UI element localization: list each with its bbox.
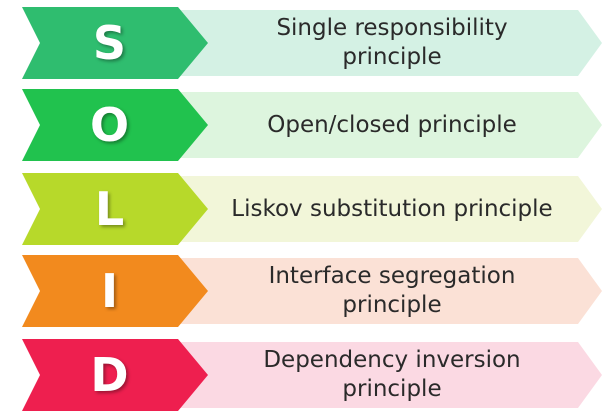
principle-banner bbox=[178, 92, 602, 158]
principle-name: Open/closed principle bbox=[267, 111, 517, 138]
principle-row-l: L Liskov substitution principle bbox=[0, 172, 606, 246]
principle-shapes bbox=[22, 173, 602, 245]
principle-shapes bbox=[22, 89, 602, 161]
principle-name: Dependency inversion principle bbox=[263, 347, 521, 402]
principle-letter: O bbox=[89, 98, 130, 152]
principle-letter: L bbox=[94, 182, 125, 236]
principle-row-i: I Interface segregation principle bbox=[0, 254, 606, 328]
principle-banner bbox=[178, 10, 602, 76]
principle-banner bbox=[178, 258, 602, 324]
principle-letter: I bbox=[100, 264, 119, 318]
letter-arrow bbox=[22, 173, 208, 245]
principle-banner bbox=[178, 342, 602, 408]
principle-row-d: D Dependency inversion principle bbox=[0, 338, 606, 412]
principle-shapes bbox=[22, 7, 602, 79]
principle-shapes bbox=[22, 255, 602, 327]
principle-row-s: S Single responsibility principle bbox=[0, 6, 606, 80]
principle-row-o: O Open/closed principle bbox=[0, 88, 606, 162]
letter-arrow bbox=[22, 89, 208, 161]
principle-name: Liskov substitution principle bbox=[231, 195, 553, 222]
principle-name: Single responsibility principle bbox=[276, 15, 508, 70]
letter-arrow bbox=[22, 7, 208, 79]
principle-name: Interface segregation principle bbox=[268, 263, 516, 318]
principle-letter: D bbox=[90, 348, 129, 402]
principle-letter: S bbox=[92, 16, 127, 70]
principle-shapes bbox=[22, 339, 602, 411]
letter-arrow bbox=[22, 339, 208, 411]
letter-arrow bbox=[22, 255, 208, 327]
principle-banner bbox=[178, 176, 602, 242]
